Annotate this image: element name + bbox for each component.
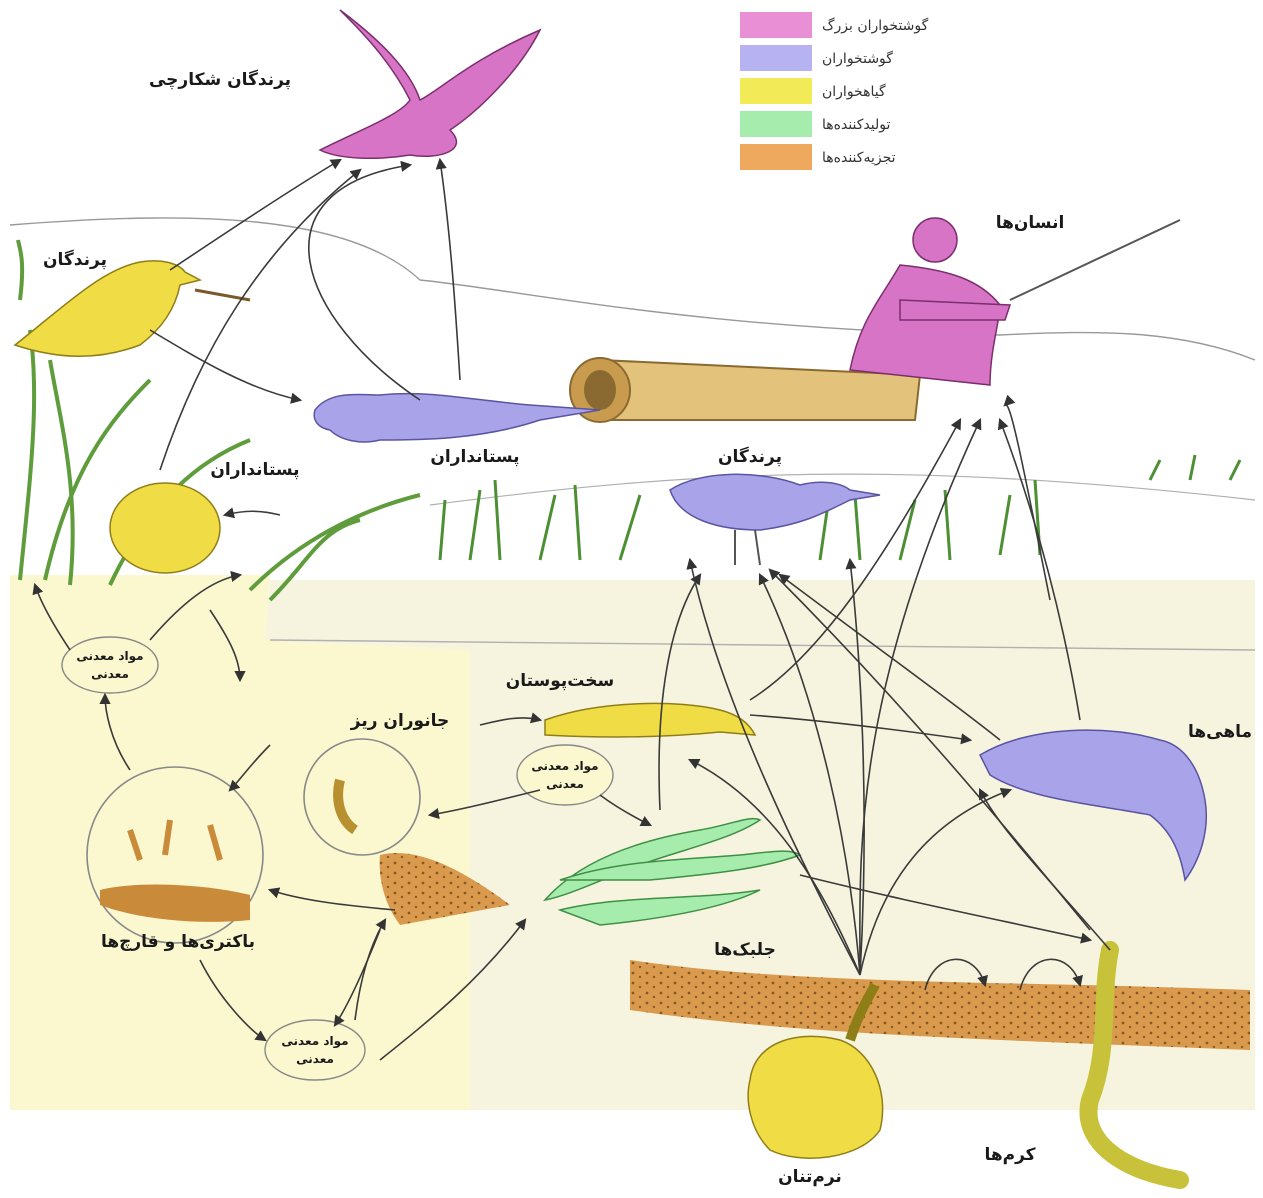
legend-label-decomposers: تجزیه‌کننده‌ها <box>822 150 896 166</box>
legend-label-producers: تولیدکننده‌ها <box>822 117 891 133</box>
legend-swatch-herbivores <box>740 78 812 104</box>
legend-label-carnivores: گوشتخواران <box>822 50 893 67</box>
mineral-label-line2: معدنی <box>91 667 129 681</box>
label-birds-top: پرندگان <box>43 249 107 270</box>
label-humans: انسان‌ها <box>996 213 1065 233</box>
mineral-label-line1: مواد معدنی <box>531 759 598 774</box>
mineral-label-line2: معدنی <box>546 777 584 791</box>
otter-illustration <box>314 394 600 442</box>
legend: گوشتخواران بزرگ گوشتخواران گیاهخواران تو… <box>740 12 929 170</box>
label-crustaceans: سخت‌پوستان <box>506 671 615 691</box>
mineral-label-line2: معدنی <box>296 1052 334 1066</box>
mineral-bubble-bottom: مواد معدنی معدنی <box>265 1020 365 1080</box>
label-mammals-otter: پستانداران <box>430 447 519 467</box>
legend-swatch-producers <box>740 111 812 137</box>
mineral-bubble-top: مواد معدنی معدنی <box>62 637 158 693</box>
rodent-illustration <box>110 483 220 573</box>
label-small-animals: جانوران ریز <box>350 711 449 731</box>
hawk-illustration <box>320 10 540 158</box>
legend-swatch-carnivores <box>740 45 812 71</box>
legend-swatch-large-carnivores <box>740 12 812 38</box>
label-fish: ماهی‌ها <box>1188 722 1252 742</box>
mineral-label-line1: مواد معدنی <box>281 1034 348 1049</box>
label-birds-of-prey: پرندگان شکارچی <box>149 69 291 90</box>
label-mammals-rodent: پستانداران <box>210 460 299 480</box>
label-algae: جلبک‌ها <box>714 940 776 960</box>
wading-bird-illustration <box>670 474 880 565</box>
label-mollusks: نرم‌تنان <box>778 1167 842 1187</box>
label-worms: کرم‌ها <box>984 1145 1035 1165</box>
bacteria-circle <box>87 767 263 943</box>
label-birds-water: پرندگان <box>718 446 782 467</box>
legend-swatch-decomposers <box>740 144 812 170</box>
mineral-bubble-middle: مواد معدنی معدنی <box>517 745 613 805</box>
legend-label-herbivores: گیاهخواران <box>822 83 886 100</box>
label-bacteria-fungi: باکتری‌ها و قارچ‌ها <box>101 932 255 952</box>
fisherman-illustration <box>850 218 1180 385</box>
grass-strip-center <box>440 455 1240 560</box>
mineral-label-line1: مواد معدنی <box>76 649 143 664</box>
small-animal-circle <box>304 739 420 855</box>
legend-label-large-carnivores: گوشتخواران بزرگ <box>822 16 929 34</box>
